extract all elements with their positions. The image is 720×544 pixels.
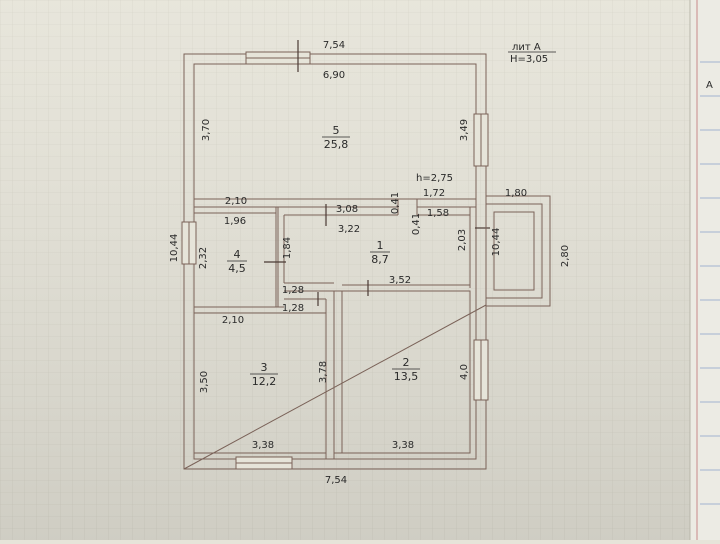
title-block: лит А H=3,05	[508, 42, 556, 65]
dim-porch-width: 1,80	[505, 188, 527, 199]
room-3-number: 3	[261, 361, 268, 374]
dim-room4-left: 2,32	[198, 247, 209, 269]
room-4-number: 4	[234, 248, 241, 261]
dim-room5-right: 3,49	[459, 119, 470, 141]
dim-room2-bottom: 3,38	[392, 440, 414, 451]
room-2-area: 13,5	[394, 370, 419, 383]
edge-letter: A	[706, 80, 713, 91]
dim-corridor-right-top: 1,72	[423, 188, 445, 199]
room-2-label: 2 13,5	[392, 356, 420, 383]
title-lit: лит А	[512, 42, 541, 53]
dim-room4-right: 1,84	[282, 237, 293, 259]
windows	[181, 51, 489, 470]
dim-outer-left: 10,44	[169, 234, 180, 263]
ceiling-height-note: h=2,75	[416, 173, 453, 184]
dim-room5-left: 3,70	[201, 119, 212, 141]
dim-corridor-height: 2,03	[457, 229, 468, 251]
room-1-number: 1	[377, 239, 384, 252]
dim-wall-a: 0,41	[390, 192, 401, 214]
dim-passage-top: 1,28	[282, 285, 304, 296]
dim-room3-left: 3,50	[199, 371, 210, 393]
dim-corridor-top: 3,08	[336, 204, 358, 215]
dim-passage-bottom: 1,28	[282, 303, 304, 314]
room-5-number: 5	[333, 124, 340, 137]
porch	[485, 195, 551, 307]
dim-room3-right: 3,78	[318, 361, 329, 383]
dim-room2-right: 4,0	[459, 364, 470, 380]
adjacent-page: A	[689, 0, 720, 540]
dim-outer-bottom: 7,54	[325, 475, 347, 486]
room-4-label: 4 4,5	[227, 248, 247, 275]
dim-room4-top-outer: 2,10	[225, 196, 247, 207]
room-1-label: 1 8,7	[370, 239, 390, 266]
room-2-number: 2	[403, 356, 410, 369]
room-4-area: 4,5	[228, 262, 246, 275]
title-height: H=3,05	[510, 54, 548, 65]
room-3-walls	[193, 312, 327, 454]
room-5-area: 25,8	[324, 138, 349, 151]
dim-corridor-bottom: 3,22	[338, 224, 360, 235]
dim-room3-bottom: 3,38	[252, 440, 274, 451]
dim-outer-top: 7,54	[323, 40, 345, 51]
room-1-area: 8,7	[371, 253, 389, 266]
door-marks	[264, 40, 490, 306]
dim-room5-width: 6,90	[323, 70, 345, 81]
dim-room3-top: 2,10	[222, 315, 244, 326]
room-2-walls	[333, 290, 471, 454]
dim-right-side: 10,44	[491, 228, 502, 257]
dim-room4-top: 1,96	[224, 216, 246, 227]
dim-corridor-right: 1,58	[427, 208, 449, 219]
room-5-label: 5 25,8	[322, 124, 350, 151]
dim-porch-depth: 2,80	[560, 245, 571, 267]
dimension-labels: 7,54 6,90 1,72 2,10 3,08 1,58 1,96 3,22 …	[169, 40, 571, 486]
room-3-area: 12,2	[252, 375, 277, 388]
room-3-label: 3 12,2	[250, 361, 278, 388]
dim-room2-top: 3,52	[389, 275, 411, 286]
dim-wall-b: 0,41	[411, 213, 422, 235]
